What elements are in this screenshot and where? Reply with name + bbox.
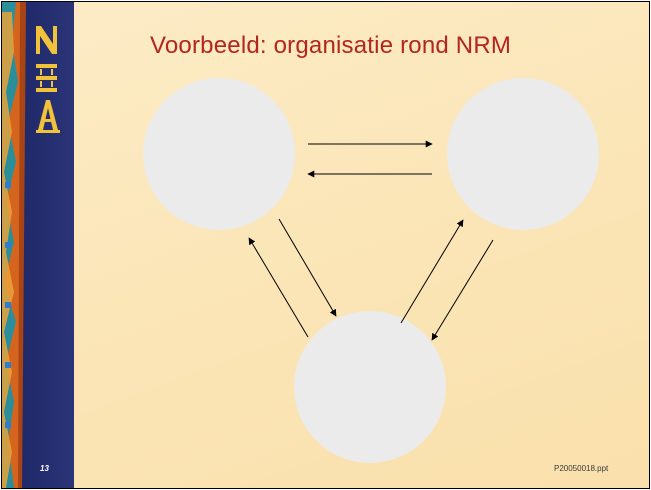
sidebar-banner bbox=[2, 2, 74, 488]
logo-letter-e bbox=[36, 64, 57, 92]
logo-letter-a bbox=[36, 100, 60, 133]
logo-letter-n bbox=[36, 26, 57, 54]
node-top-left bbox=[143, 78, 295, 230]
arrow-left-to-bottom bbox=[278, 218, 337, 317]
node-bottom bbox=[294, 311, 446, 463]
slide-title: Voorbeeld: organisatie rond NRM bbox=[150, 32, 512, 59]
arrow-bottom-to-left bbox=[248, 237, 309, 338]
arrow-bottom-to-right bbox=[400, 219, 464, 324]
page-number: 13 bbox=[40, 464, 49, 473]
arrow-right-to-bottom bbox=[431, 239, 494, 341]
nea-logo bbox=[36, 26, 60, 133]
file-name: P20050018.ppt bbox=[554, 464, 609, 473]
node-top-right bbox=[447, 78, 599, 230]
